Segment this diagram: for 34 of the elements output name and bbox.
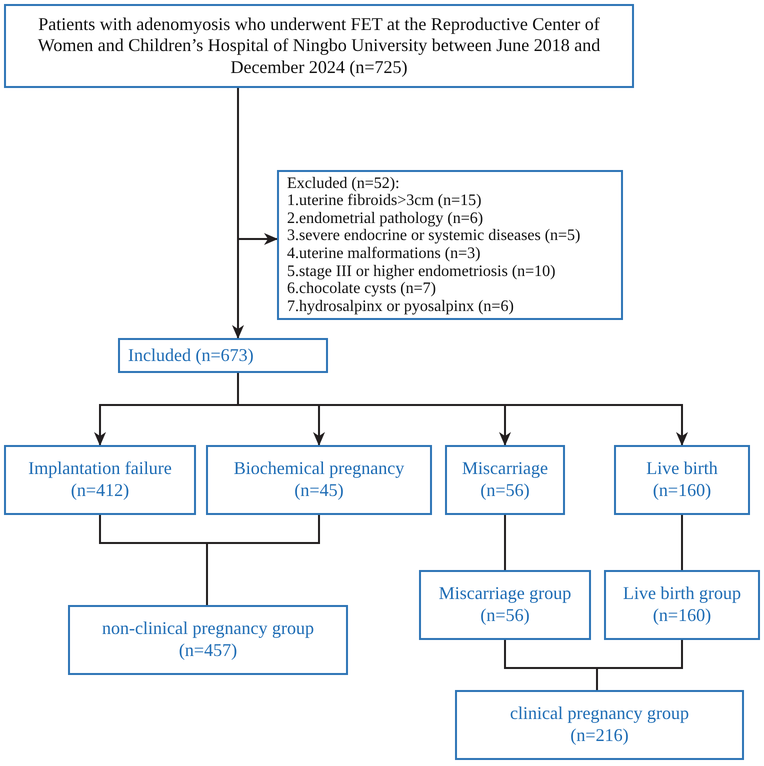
- exclusion-box: [277, 170, 623, 320]
- exclusion-heading: Excluded (n=52):: [287, 174, 400, 192]
- box-text: Included (n=673): [128, 344, 254, 366]
- box-text: Miscarriage group (n=56): [438, 583, 572, 627]
- box-text: Live birth group (n=160): [622, 583, 742, 627]
- process-box: [455, 690, 744, 760]
- box-text: Miscarriage (n=56): [461, 458, 549, 502]
- exclusion-criterion: 6.chocolate cysts (n=7): [287, 280, 436, 298]
- exclusion-criterion: 4.uterine malformations (n=3): [287, 245, 480, 263]
- process-box: [206, 445, 432, 515]
- exclusion-criterion: 5.stage III or higher endometriosis (n=10): [287, 262, 556, 280]
- exclusion-criterion: 3.severe endocrine or systemic diseases (n=5): [287, 227, 580, 245]
- box-text: non-clinical pregnancy group (n=457): [101, 618, 315, 662]
- box-text: Patients with adenomyosis who underwent FET at the Reproductive Center of Women and Children’s Hospital of Ningbo University between June 2018 and December 2024 (n=725): [36, 14, 602, 78]
- box-text: clinical pregnancy group (n=216): [509, 703, 690, 747]
- box-text: Implantation failure (n=412): [27, 458, 173, 502]
- process-box: [604, 570, 760, 640]
- exclusion-criterion: 7.hydrosalpinx or pyosalpinx (n=6): [287, 298, 514, 316]
- connector-line: [504, 515, 506, 570]
- exclusion-criterion: 1.uterine fibroids>3cm (n=15): [287, 192, 482, 210]
- process-box: [445, 445, 565, 515]
- process-box: [118, 338, 328, 373]
- process-box: [68, 605, 348, 675]
- connector-line: [681, 515, 683, 570]
- arrow: [237, 88, 278, 245]
- exclusion-criterion: 2.endometrial pathology (n=6): [287, 210, 484, 228]
- process-box: [4, 4, 634, 88]
- process-box: [614, 445, 750, 515]
- connector-line: [206, 515, 320, 605]
- process-box: [419, 570, 591, 640]
- box-text: Biochemical pregnancy (n=45): [232, 458, 406, 502]
- box-text: Live birth (n=160): [645, 458, 719, 502]
- connector-line: [596, 640, 683, 690]
- process-box: [4, 445, 196, 515]
